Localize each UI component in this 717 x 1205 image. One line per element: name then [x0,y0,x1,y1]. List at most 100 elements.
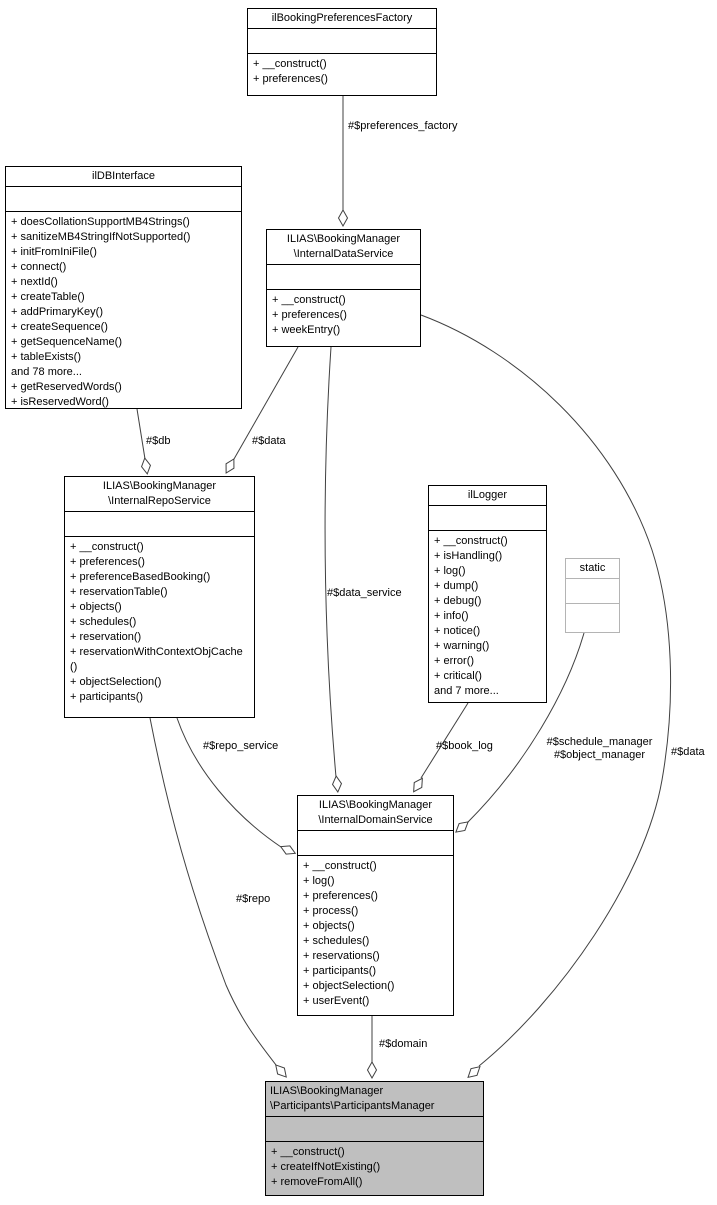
class-ildbinterface[interactable]: ilDBInterface + doesCollationSupportMB4S… [5,166,242,409]
aggregation-diamond [413,777,423,793]
class-method-list: + __construct() + createIfNotExisting() + … [266,1142,483,1195]
method-label: + schedules() [303,935,370,947]
method-label: + critical() [434,670,482,682]
method-label: + preferences() [70,556,145,568]
class-attributes-empty [6,187,241,212]
aggregation-diamond [279,845,297,855]
class-title: ILIAS\BookingManager \InternalRepoServic… [65,477,254,512]
method-label: + debug() [434,595,482,607]
method-label: + schedules() [70,616,137,628]
edge-label-domain: #$domain [379,1038,428,1050]
edge-book-log [420,702,469,779]
class-method-list: + __construct() + preferences() [248,54,436,95]
method-label: + __construct() [434,535,508,547]
method-label: + objects() [303,920,355,932]
class-attributes-empty [248,29,436,54]
class-title: ilBookingPreferencesFactory [248,9,436,29]
edge-data-to-repo [233,346,299,460]
class-internaldomainservice[interactable]: ILIAS\BookingManager \InternalDomainServ… [297,795,454,1016]
aggregation-diamond [455,821,469,833]
class-attributes-empty [266,1117,483,1142]
method-label: + sanitizeMB4StringIfNotSupported() [11,231,191,243]
method-label: + preferences() [272,309,347,321]
method-label: + preferenceBasedBooking() [70,571,211,583]
method-label: + objectSelection() [303,980,395,992]
edge-repo-service [176,717,282,848]
edge-label-schedule-object-manager: #$schedule_manager #$object_manager [546,736,653,761]
class-method-list: + doesCollationSupportMB4Strings()+ sani… [6,212,241,413]
method-label: + dump() [434,580,479,592]
method-label: + userEvent() [303,995,370,1007]
class-ilbookingpreferencesfactory[interactable]: ilBookingPreferencesFactory + __construc… [247,8,437,96]
method-label: + error() [434,655,475,667]
edge-data-to-participants [420,314,672,1067]
method-label: + getSequenceName() [11,336,122,348]
edge-label-repo: #$repo [236,893,271,905]
method-label: + createIfNotExisting() [271,1161,381,1173]
method-label: + participants() [70,691,144,703]
class-illogger[interactable]: ilLogger + __construct()+ isHandling()+ … [428,485,547,703]
edge-label-preferences-factory: #$preferences_factory [348,120,458,132]
edge-label-db: #$db [146,435,171,447]
edge-label-repo-service: #$repo_service [203,740,279,752]
edge-label-data-service: #$data_service [327,587,402,599]
method-label: and 78 more... [11,366,82,378]
class-static[interactable]: static [565,558,620,633]
method-label: + __construct() [303,860,377,872]
edge-label-data: #$data [252,435,286,447]
class-attributes-empty [429,506,546,531]
class-attributes-empty [566,579,619,604]
class-attributes-empty [267,265,420,290]
class-internalreposervice[interactable]: ILIAS\BookingManager \InternalRepoServic… [64,476,255,718]
aggregation-diamond [225,458,235,474]
aggregation-diamond [275,1064,287,1078]
method-label: + warning() [434,640,490,652]
method-label: + objects() [70,601,122,613]
method-label: + __construct() [271,1146,345,1158]
aggregation-diamond [140,457,152,475]
method-label: + reservation() [70,631,142,643]
method-label: + reservationWithContextObjCache() [70,646,243,673]
edge-schedule-object-manager [467,632,585,823]
method-label: + removeFromAll() [271,1176,363,1188]
method-label: + nextId() [11,276,58,288]
class-title: ILIAS\BookingManager \Participants\Parti… [266,1082,483,1117]
method-label: + isHandling() [434,550,503,562]
class-participantsmanager[interactable]: ILIAS\BookingManager \Participants\Parti… [265,1081,484,1196]
aggregation-diamond [467,1065,481,1079]
method-label: + preferences() [303,890,378,902]
aggregation-diamond [366,1060,378,1080]
method-label: + getReservedWords() [11,381,122,393]
class-title: ILIAS\BookingManager \InternalDataServic… [267,230,420,265]
class-methods-empty [566,604,619,632]
class-method-list: + __construct() + log() + preferences() + p… [298,856,453,1015]
edge-repo [149,717,277,1066]
class-internaldataservice[interactable]: ILIAS\BookingManager \InternalDataServic… [266,229,421,347]
method-label: + participants() [303,965,377,977]
method-label: + objectSelection() [70,676,162,688]
edge-label-book-log: #$book_log [436,740,493,752]
method-label: + reservations() [303,950,380,962]
method-label: + weekEntry() [272,324,341,336]
method-label: + process() [303,905,359,917]
class-method-list: + __construct() + preferences() + weekEntr… [267,290,420,346]
edge-db [136,408,146,460]
method-label: + initFromIniFile() [11,246,97,258]
edge-label-data-2: #$data [671,746,705,758]
method-label: + preferences() [253,73,328,85]
method-label: + __construct() [272,294,346,306]
method-label: + __construct() [253,58,327,70]
method-label: + log() [434,565,466,577]
method-label: and 7 more... [434,685,499,697]
method-label: + isReservedWord() [11,396,109,408]
class-attributes-empty [65,512,254,537]
class-method-list: + __construct() + isHandling() + log() + du… [429,531,546,702]
method-label: + createSequence() [11,321,108,333]
edge-data-service [324,346,337,778]
class-attributes-empty [298,831,453,856]
class-title: ilDBInterface [6,167,241,187]
class-title: static [566,559,619,579]
method-label: + log() [303,875,335,887]
class-method-list: + __construct()+ preferences()+ preferen… [65,537,254,717]
